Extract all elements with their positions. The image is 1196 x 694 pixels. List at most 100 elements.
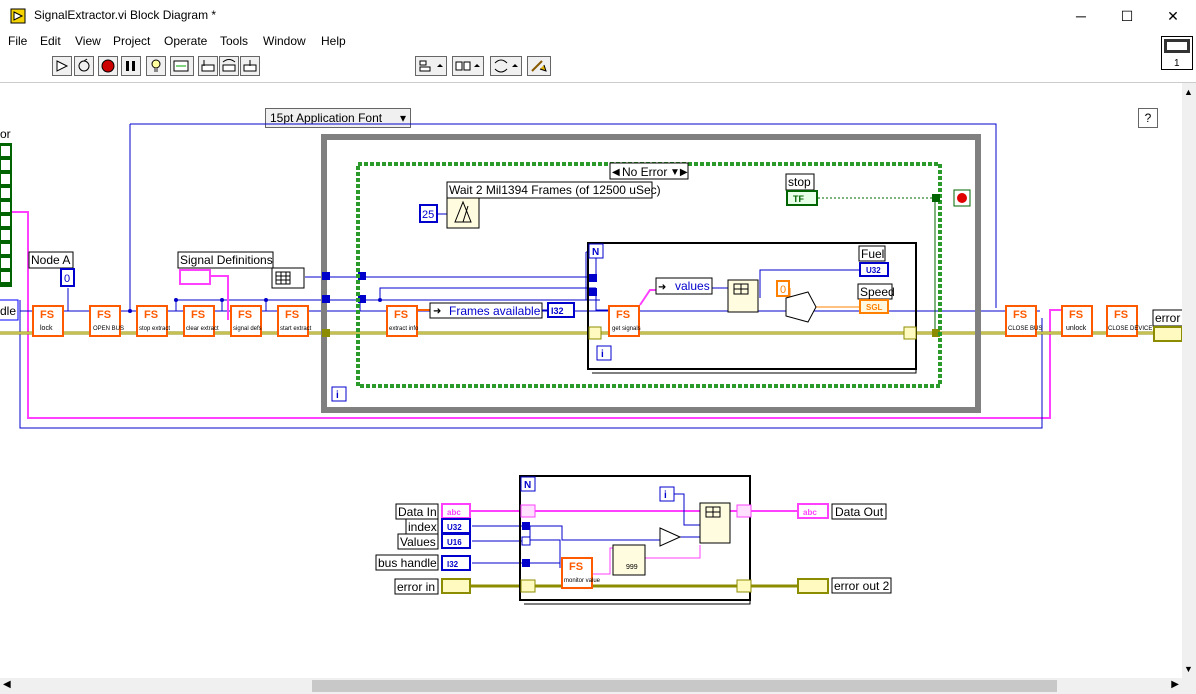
close-button[interactable]: ✕ — [1167, 8, 1179, 24]
front-panel-icon[interactable]: 1 — [1161, 36, 1193, 70]
window-title: SignalExtractor.vi Block Diagram * — [34, 8, 217, 22]
lower-loop-i-label: i — [664, 490, 667, 501]
fs-node-label: stop extract — [139, 326, 170, 332]
run-continuously-icon[interactable] — [74, 56, 94, 76]
unbundle-values-box[interactable] — [655, 277, 713, 295]
lower-for-loop-shadow — [524, 480, 751, 605]
scroll-left-icon[interactable]: ◀ — [3, 679, 11, 690]
context-help-button[interactable]: ? — [1138, 108, 1158, 128]
menu-file[interactable]: File — [8, 34, 28, 48]
fs-node-clear-extract[interactable]: FS clear extract — [183, 305, 219, 337]
step-out-icon[interactable] — [240, 56, 260, 76]
fs-node-get-signals[interactable]: FS get signals — [608, 305, 641, 337]
menu-operate[interactable]: Operate — [164, 34, 208, 48]
handle-terminal[interactable] — [0, 299, 19, 321]
data-out-indicator[interactable] — [797, 503, 829, 519]
error-out-2-indicator[interactable] — [797, 578, 829, 594]
fs-node-monitor-value[interactable]: FS monitor value — [561, 557, 601, 589]
node-a-control[interactable] — [60, 268, 75, 287]
menu-bar: File Edit View Project Operate Tools Win… — [0, 32, 1196, 52]
replace-subset-icon[interactable] — [699, 502, 731, 544]
error-in-control[interactable] — [441, 578, 471, 594]
chevron-down-icon: ▾ — [399, 111, 406, 125]
horizontal-scroll-thumb[interactable] — [312, 680, 1057, 692]
error-in-label-box — [394, 578, 439, 595]
error-out-indicator[interactable] — [1153, 326, 1182, 342]
format-into-string-icon[interactable] — [612, 544, 646, 576]
step-over-icon[interactable] — [219, 56, 239, 76]
fuel-indicator[interactable] — [859, 262, 889, 277]
case-left-arrow-icon[interactable]: ◀ — [612, 167, 620, 178]
data-out-type: abc — [803, 508, 817, 517]
clean-up-diagram-icon[interactable] — [527, 56, 551, 76]
fs-node-label: OPEN BUS — [93, 326, 124, 332]
bus-handle-label: bus handle — [378, 556, 437, 570]
block-diagram-canvas[interactable]: or dle — [0, 83, 1182, 678]
step-into-icon[interactable] — [198, 56, 218, 76]
speed-indicator[interactable] — [859, 299, 889, 314]
shift-register-right — [903, 326, 917, 340]
font-select[interactable]: 15pt Application Font ▾ — [265, 108, 411, 128]
values-control[interactable] — [441, 533, 471, 549]
frames-available-label: Frames available — [449, 304, 541, 318]
menu-project[interactable]: Project — [113, 34, 151, 48]
highlight-execution-icon[interactable] — [146, 56, 166, 76]
menu-help[interactable]: Help — [321, 34, 346, 48]
zero-constant[interactable] — [776, 280, 790, 297]
signal-definitions-control[interactable] — [179, 269, 211, 285]
menu-tools[interactable]: Tools — [220, 34, 249, 48]
increment-icon[interactable] — [659, 527, 682, 547]
fs-tag: FS — [144, 309, 158, 321]
fs-node-signal-defs[interactable]: FS signal defs — [230, 305, 262, 337]
scroll-down-icon[interactable]: ▼ — [1184, 664, 1193, 674]
wait-label: Wait 2 Mil1394 Frames (of 12500 uSec) — [449, 183, 661, 197]
distribute-objects-icon[interactable] — [452, 56, 484, 76]
vertical-scrollbar[interactable]: ▲ ▼ — [1182, 83, 1196, 678]
lower-error-shift-left — [520, 579, 536, 593]
case-selector[interactable]: ◀ No Error ▼▶ — [609, 162, 689, 180]
node-a-label: Node A — [31, 253, 70, 267]
index-array-icon[interactable] — [727, 279, 759, 313]
fs-tag: FS — [394, 309, 408, 321]
lower-shift-register-left — [520, 504, 536, 518]
fs-node-label: extract info — [389, 326, 419, 332]
for-loop-shadow — [592, 248, 917, 374]
align-objects-icon[interactable] — [415, 56, 447, 76]
fs-node-start-extract[interactable]: FS start extract — [277, 305, 312, 337]
case-dropdown-icon[interactable]: ▼▶ — [670, 167, 688, 178]
retain-wire-values-icon[interactable] — [170, 56, 194, 76]
for-loop-tunnels — [589, 274, 597, 296]
fs-node-open-bus[interactable]: FS OPEN BUS — [89, 305, 124, 337]
error-tunnel-left — [322, 329, 330, 337]
fs-node-lock[interactable]: FS lock — [32, 305, 64, 337]
stop-control[interactable] — [786, 190, 818, 206]
select-function-icon[interactable] — [785, 291, 817, 323]
menu-window[interactable]: Window — [263, 34, 306, 48]
reorder-icon[interactable] — [490, 56, 522, 76]
pause-icon[interactable] — [121, 56, 141, 76]
minimize-button[interactable]: ─ — [1076, 8, 1086, 24]
fs-node-close-device[interactable]: FS CLOSE DEVICE — [1106, 305, 1152, 337]
data-in-label: Data In — [398, 505, 437, 519]
wait-label-box — [446, 181, 653, 199]
frames-type: I32 — [551, 306, 564, 316]
scroll-up-icon[interactable]: ▲ — [1184, 87, 1193, 97]
fs-node-stop-extract[interactable]: FS stop extract — [136, 305, 170, 337]
fs-node-unlock[interactable]: FS unlock — [1061, 305, 1093, 337]
fs-node-close-bus[interactable]: FS CLOSE BUS — [1005, 305, 1042, 337]
maximize-button[interactable]: ☐ — [1120, 8, 1134, 24]
abort-icon[interactable] — [98, 56, 118, 76]
bus-handle-control[interactable] — [441, 555, 471, 571]
fs-tag: FS — [191, 309, 205, 321]
menu-edit[interactable]: Edit — [40, 34, 61, 48]
fs-node-extract-info[interactable]: FS extract info — [386, 305, 419, 337]
for-loop-count-terminal — [588, 243, 604, 259]
fs-tag: FS — [285, 309, 299, 321]
horizontal-scrollbar[interactable]: ◀ ▶ — [0, 678, 1182, 694]
fs-node-label: start extract — [280, 326, 312, 332]
values-type: U16 — [447, 538, 462, 547]
run-arrow-icon[interactable] — [52, 56, 72, 76]
menu-view[interactable]: View — [75, 34, 101, 48]
scroll-right-icon[interactable]: ▶ — [1171, 679, 1179, 690]
unbundle-icon[interactable] — [271, 267, 305, 289]
